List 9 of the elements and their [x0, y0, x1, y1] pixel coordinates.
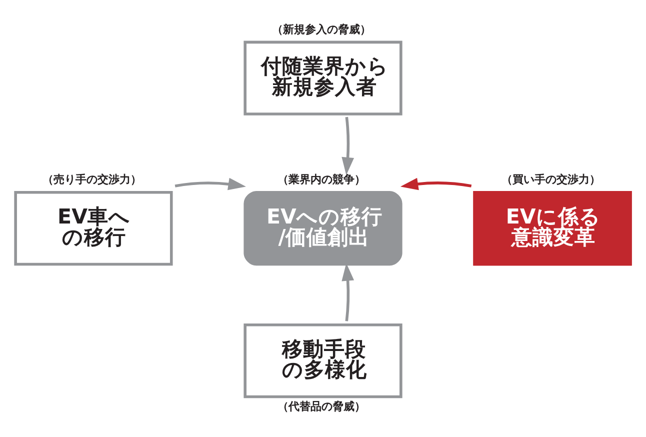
node-label: （業界内の競争）	[278, 172, 366, 186]
node-label: （売り手の交渉力）	[42, 172, 142, 186]
arrow	[342, 262, 354, 321]
arrow	[342, 116, 354, 175]
arrow	[174, 177, 246, 190]
arrow	[400, 177, 472, 190]
node-label: （買い手の交渉力）	[502, 172, 601, 186]
node-label: （新規参入の脅威）	[272, 22, 372, 36]
node-label: （代替品の脅威）	[278, 399, 366, 412]
